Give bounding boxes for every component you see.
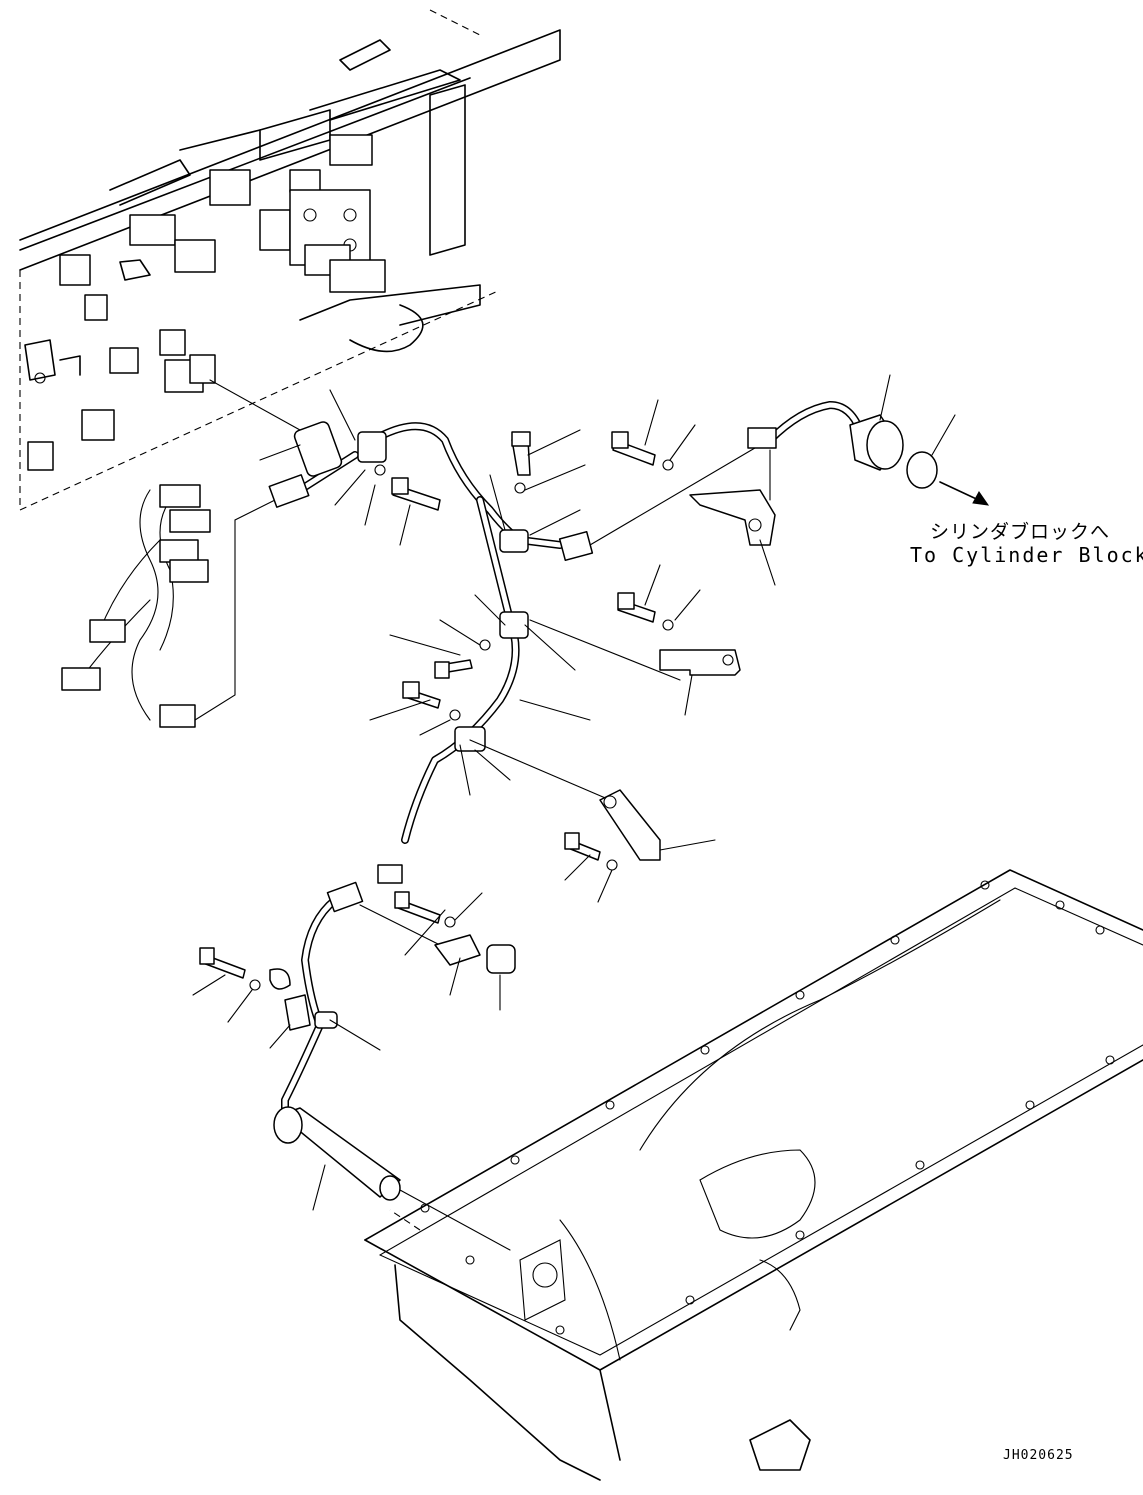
harness-connector-bundle	[61, 379, 301, 728]
drawing-id: JH020625	[1003, 1448, 1074, 1463]
oil-level-sensor	[273, 881, 401, 1201]
main-wire-harness	[268, 421, 761, 946]
callout-english-text: To Cylinder Block	[910, 543, 1143, 567]
frame-assembly	[19, 9, 561, 511]
oil-pan	[364, 869, 1143, 1481]
callout-japanese-text: シリンダブロックへ	[930, 521, 1111, 543]
temperature-sender	[747, 401, 938, 501]
arrow-right-down-icon	[939, 481, 990, 506]
leader-lines	[192, 374, 956, 1211]
hardware	[199, 431, 776, 1031]
